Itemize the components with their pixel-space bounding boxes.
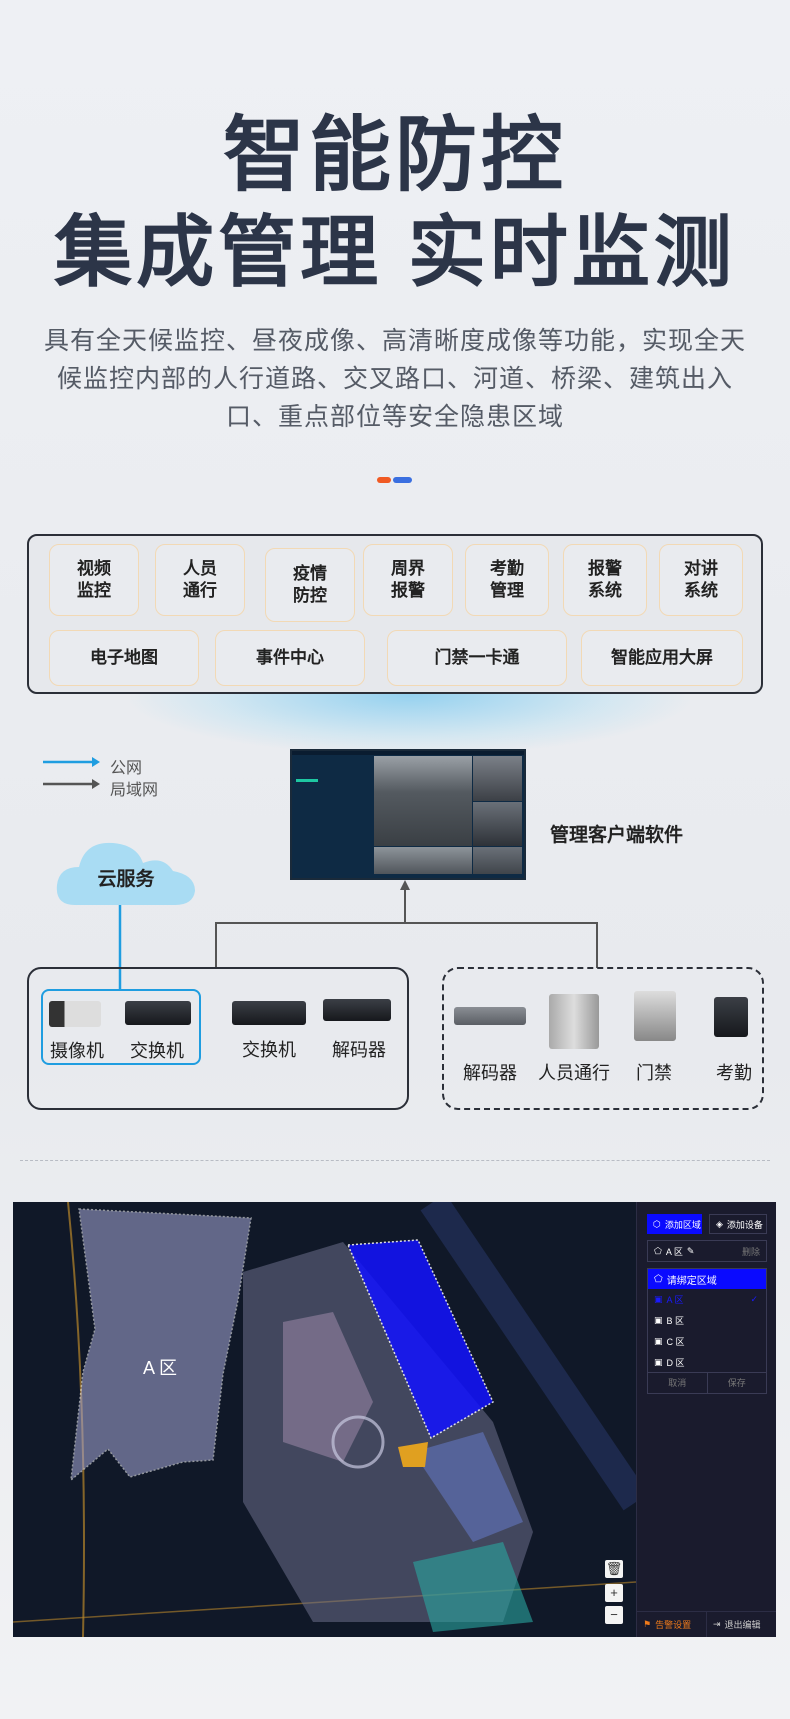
module-alarm: 报警 系统 — [563, 544, 647, 616]
exit-icon: ⇥ — [713, 1619, 721, 1629]
module-intercom: 对讲 系统 — [659, 544, 743, 616]
zone-item-icon: ▣ — [654, 1315, 663, 1325]
other-devices-box: 解码器 人员通行 门禁 考勤 — [442, 967, 764, 1110]
device-label: 交换机 — [130, 1041, 184, 1061]
alarm-icon: ⚑ — [643, 1619, 652, 1629]
delete-link[interactable]: 删除 — [741, 1246, 760, 1257]
module-attendance: 考勤 管理 — [465, 544, 549, 616]
zone-editor-panel: ⬡添加区域 ◈添加设备 ⬠A 区✎删除 ⬠请绑定区域 ▣A 区✓ ▣B 区 ▣C… — [636, 1202, 776, 1637]
module-big-screen: 智能应用大屏 — [581, 630, 743, 686]
device-label: 摄像机 — [50, 1041, 104, 1061]
camera-icon — [49, 1001, 101, 1027]
device-label: 门禁 — [636, 1063, 672, 1083]
description: 具有全天候监控、昼夜成像、高清晰度成像等功能，实现全天候监控内部的人行道路、交叉… — [43, 327, 746, 431]
zone-option-d[interactable]: ▣D 区 — [654, 1357, 685, 1368]
zone-option-a[interactable]: ▣A 区✓ — [654, 1294, 758, 1305]
device-icon: ◈ — [716, 1218, 723, 1229]
access-control-icon — [634, 991, 676, 1041]
zone-item-icon: ▣ — [654, 1357, 663, 1367]
zoom-in-button[interactable]: + — [605, 1584, 623, 1602]
add-device-button[interactable]: ◈添加设备 — [709, 1214, 767, 1234]
zone-a-label: A 区 — [143, 1358, 178, 1378]
bind-zone-header[interactable]: ⬠请绑定区域 — [648, 1269, 766, 1289]
cloud-connected-group — [41, 989, 201, 1065]
device-label: 人员通行 — [538, 1063, 610, 1083]
decoder-icon — [323, 999, 391, 1021]
zone-option-c[interactable]: ▣C 区 — [654, 1336, 685, 1347]
zone-icon: ⬠ — [654, 1273, 663, 1285]
current-zone-field[interactable]: ⬠A 区✎删除 — [647, 1240, 767, 1262]
module-perimeter: 周界 报警 — [363, 544, 453, 616]
cancel-button[interactable]: 取消 — [648, 1373, 708, 1393]
module-personnel: 人员 通行 — [155, 544, 245, 616]
title-line1: 智能防控 — [222, 110, 567, 201]
cloud-label: 云服务 — [97, 869, 155, 890]
zone-item-icon: ▣ — [654, 1336, 663, 1346]
divider — [20, 1160, 770, 1161]
indicator-dot-active — [393, 477, 412, 483]
module-map: 电子地图 — [49, 630, 199, 686]
zone-option-b[interactable]: ▣B 区 — [654, 1315, 685, 1326]
client-software-screenshot — [290, 749, 526, 880]
zoom-out-button[interactable]: − — [605, 1606, 623, 1624]
device-label: 交换机 — [242, 1040, 296, 1060]
indicator-dot — [377, 477, 391, 483]
check-icon: ✓ — [750, 1294, 758, 1304]
software-label: 管理客户端软件 — [550, 825, 684, 846]
turnstile-icon — [549, 994, 599, 1049]
local-devices-box: 摄像机 交换机 交换机 解码器 — [27, 967, 409, 1110]
zone-icon: ⬡ — [653, 1218, 661, 1229]
module-events: 事件中心 — [215, 630, 365, 686]
zone-item-icon: ▣ — [654, 1294, 663, 1304]
delete-icon[interactable]: 🗑 — [605, 1560, 623, 1578]
alarm-settings-button[interactable]: ⚑告警设置 — [637, 1612, 707, 1637]
edit-icon[interactable]: ✎ — [686, 1245, 695, 1256]
projection-glow — [130, 694, 690, 754]
modules-panel: 视频 监控 人员 通行 疫情 防控 周界 报警 考勤 管理 报警 系统 对讲 系… — [27, 534, 763, 694]
decoder-icon — [454, 1007, 526, 1025]
device-label: 解码器 — [332, 1040, 386, 1060]
save-button[interactable]: 保存 — [727, 1378, 746, 1388]
switch-icon — [232, 1001, 306, 1025]
zone-icon: ⬠ — [654, 1245, 662, 1256]
network-lines — [43, 757, 598, 990]
module-epidemic: 疫情 防控 — [265, 548, 355, 622]
module-video: 视频 监控 — [49, 544, 139, 616]
device-label: 考勤 — [716, 1063, 752, 1083]
legend-public: 公网 — [110, 760, 143, 777]
exit-edit-button[interactable]: ⇥退出编辑 — [713, 1619, 761, 1630]
map-canvas — [13, 1202, 636, 1637]
zone-select-list: ⬠请绑定区域 ▣A 区✓ ▣B 区 ▣C 区 ▣D 区 取消 保存 — [647, 1268, 767, 1394]
title-line2: 集成管理 实时监测 — [54, 208, 736, 296]
map-view[interactable]: A 区 🗑 + − — [13, 1202, 636, 1637]
cloud-icon — [56, 842, 196, 905]
add-zone-button[interactable]: ⬡添加区域 — [647, 1214, 702, 1234]
switch-icon — [125, 1001, 191, 1025]
module-access-card: 门禁一卡通 — [387, 630, 567, 686]
legend-lan: 局域网 — [110, 782, 159, 799]
device-label: 解码器 — [463, 1063, 517, 1083]
attendance-icon — [714, 997, 748, 1037]
